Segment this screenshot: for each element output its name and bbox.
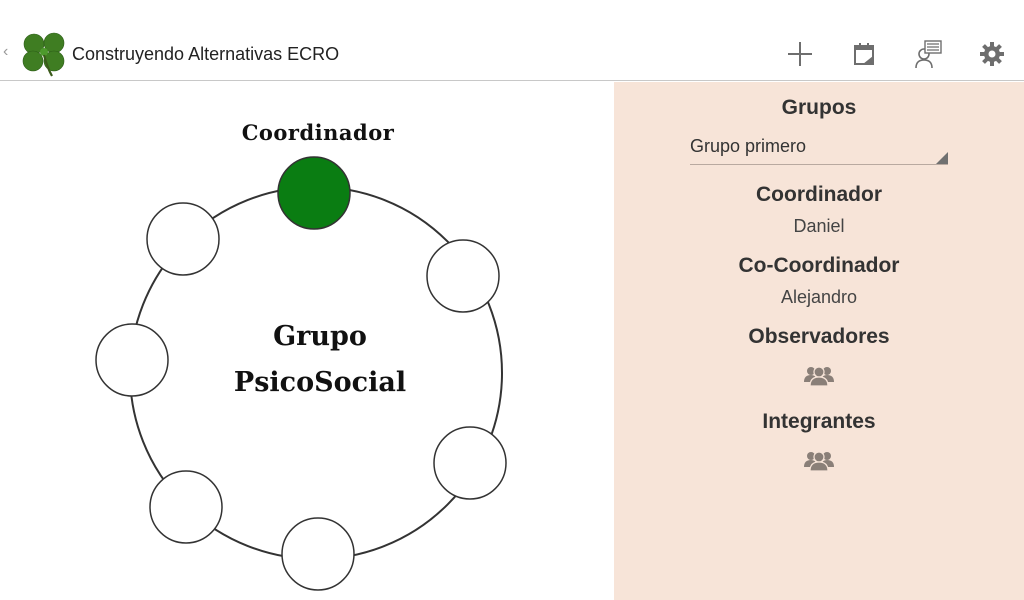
clover-logo-icon[interactable] bbox=[20, 29, 70, 79]
back-caret-icon[interactable]: ‹ bbox=[3, 43, 9, 60]
plus-icon bbox=[788, 42, 812, 66]
settings-button[interactable] bbox=[976, 38, 1008, 70]
member-seat[interactable] bbox=[426, 239, 500, 313]
member-seat[interactable] bbox=[146, 202, 220, 276]
calendar-button[interactable] bbox=[848, 38, 880, 70]
group-circle-diagram bbox=[95, 156, 507, 591]
coordinator-heading: Coordinador bbox=[756, 183, 882, 206]
group-list-button[interactable] bbox=[912, 38, 944, 70]
action-bar: ‹ Construyendo Alternativas ECRO bbox=[0, 0, 1024, 81]
coordinator-name: Daniel bbox=[793, 216, 845, 236]
group-select[interactable]: Grupo primero bbox=[690, 134, 948, 165]
member-seat[interactable] bbox=[433, 426, 507, 500]
member-seat[interactable] bbox=[95, 323, 169, 397]
members-heading: Integrantes bbox=[762, 410, 876, 433]
coordinator-label: Coordinador bbox=[241, 120, 395, 145]
dropdown-triangle-icon bbox=[936, 152, 948, 164]
person-list-icon bbox=[915, 40, 942, 69]
members-group-icon[interactable] bbox=[804, 449, 834, 471]
coordinator-seat[interactable] bbox=[277, 156, 351, 230]
group-name-line1: Grupo bbox=[273, 321, 367, 352]
group-diagram: Coordinador Grupo PsicoSocial bbox=[0, 82, 614, 600]
add-button[interactable] bbox=[784, 38, 816, 70]
observers-heading: Observadores bbox=[748, 325, 890, 348]
member-seat[interactable] bbox=[281, 517, 355, 591]
app-title: Construyendo Alternativas ECRO bbox=[72, 44, 340, 64]
groups-heading: Grupos bbox=[781, 96, 857, 119]
member-seat[interactable] bbox=[149, 470, 223, 544]
group-select-value: Grupo primero bbox=[690, 136, 807, 156]
cocoordinator-name: Alejandro bbox=[780, 287, 858, 307]
observers-group-icon[interactable] bbox=[804, 364, 834, 386]
group-details-panel: Grupos Grupo primero Coordinador Daniel … bbox=[614, 82, 1024, 600]
group-name-line2: PsicoSocial bbox=[233, 367, 407, 398]
group-name-label: Grupo PsicoSocial bbox=[200, 314, 440, 406]
cocoordinator-heading: Co-Coordinador bbox=[738, 254, 900, 277]
calendar-icon bbox=[854, 43, 874, 65]
gear-icon bbox=[980, 42, 1004, 66]
